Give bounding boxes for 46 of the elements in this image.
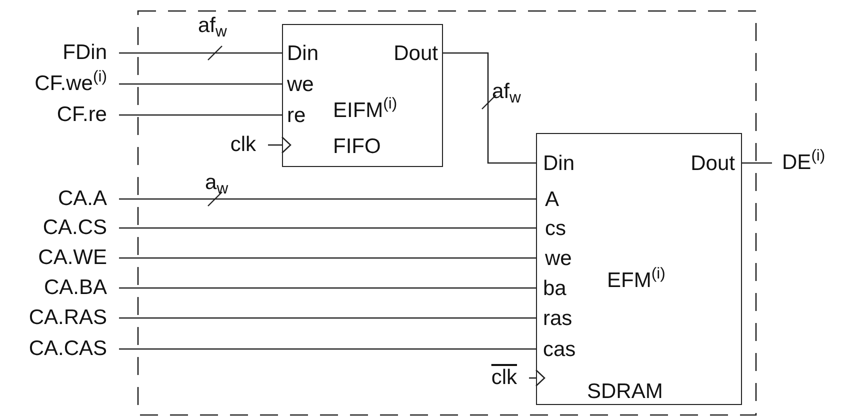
signal-label: CA.CS — [42, 216, 107, 240]
signal-label: CA.RAS — [28, 306, 107, 330]
block-box — [536, 133, 742, 405]
signal-line — [443, 52, 536, 164]
signal-label: CA.BA — [44, 276, 107, 300]
port-label: ras — [543, 307, 572, 331]
signal-line — [119, 257, 536, 259]
signal-label: DE$^{(i)}$ — [782, 151, 826, 175]
port-label: we — [545, 247, 572, 271]
signal-line — [119, 114, 282, 116]
port-label: re — [287, 104, 306, 128]
port-label: Dout — [690, 152, 735, 176]
signal-label: clk — [491, 366, 517, 390]
edge-label: a$_{w}$ — [205, 171, 228, 195]
block-type: SDRAM — [587, 380, 663, 404]
edge-label: af$_{w}$ — [198, 14, 227, 38]
signal-label: CF.re — [56, 103, 107, 127]
signal-label: CA.CAS — [28, 337, 107, 361]
signal-line — [268, 136, 292, 154]
block-type: FIFO — [333, 135, 381, 159]
edge-label: af$_{w}$ — [492, 80, 521, 104]
port-label: we — [287, 73, 314, 97]
signal-line — [119, 317, 536, 319]
signal-label: CA.A — [58, 187, 107, 211]
signal-line — [119, 83, 282, 85]
signal-label: CA.WE — [38, 246, 107, 270]
signal-label: CF.we$^{(i)}$ — [34, 72, 107, 96]
signal-line — [119, 348, 536, 350]
block-name: EIFM$^{(i)}$ — [333, 99, 398, 123]
port-label: Dout — [394, 42, 438, 66]
signal-line — [742, 162, 772, 164]
port-label: ba — [543, 277, 566, 301]
signal-line — [119, 227, 536, 229]
signal-label: clk — [230, 133, 256, 157]
port-label: cs — [545, 217, 566, 241]
signal-label: FDin — [62, 41, 107, 65]
port-label: Din — [543, 152, 575, 176]
port-label: cas — [543, 338, 576, 362]
port-label: A — [545, 188, 560, 212]
signal-line — [119, 198, 536, 200]
block-box — [282, 24, 443, 167]
block-name: EFM$^{(i)}$ — [607, 269, 666, 293]
signal-line — [119, 287, 536, 289]
signal-line — [529, 369, 546, 387]
port-label: Din — [287, 42, 319, 66]
signal-line — [119, 52, 282, 54]
